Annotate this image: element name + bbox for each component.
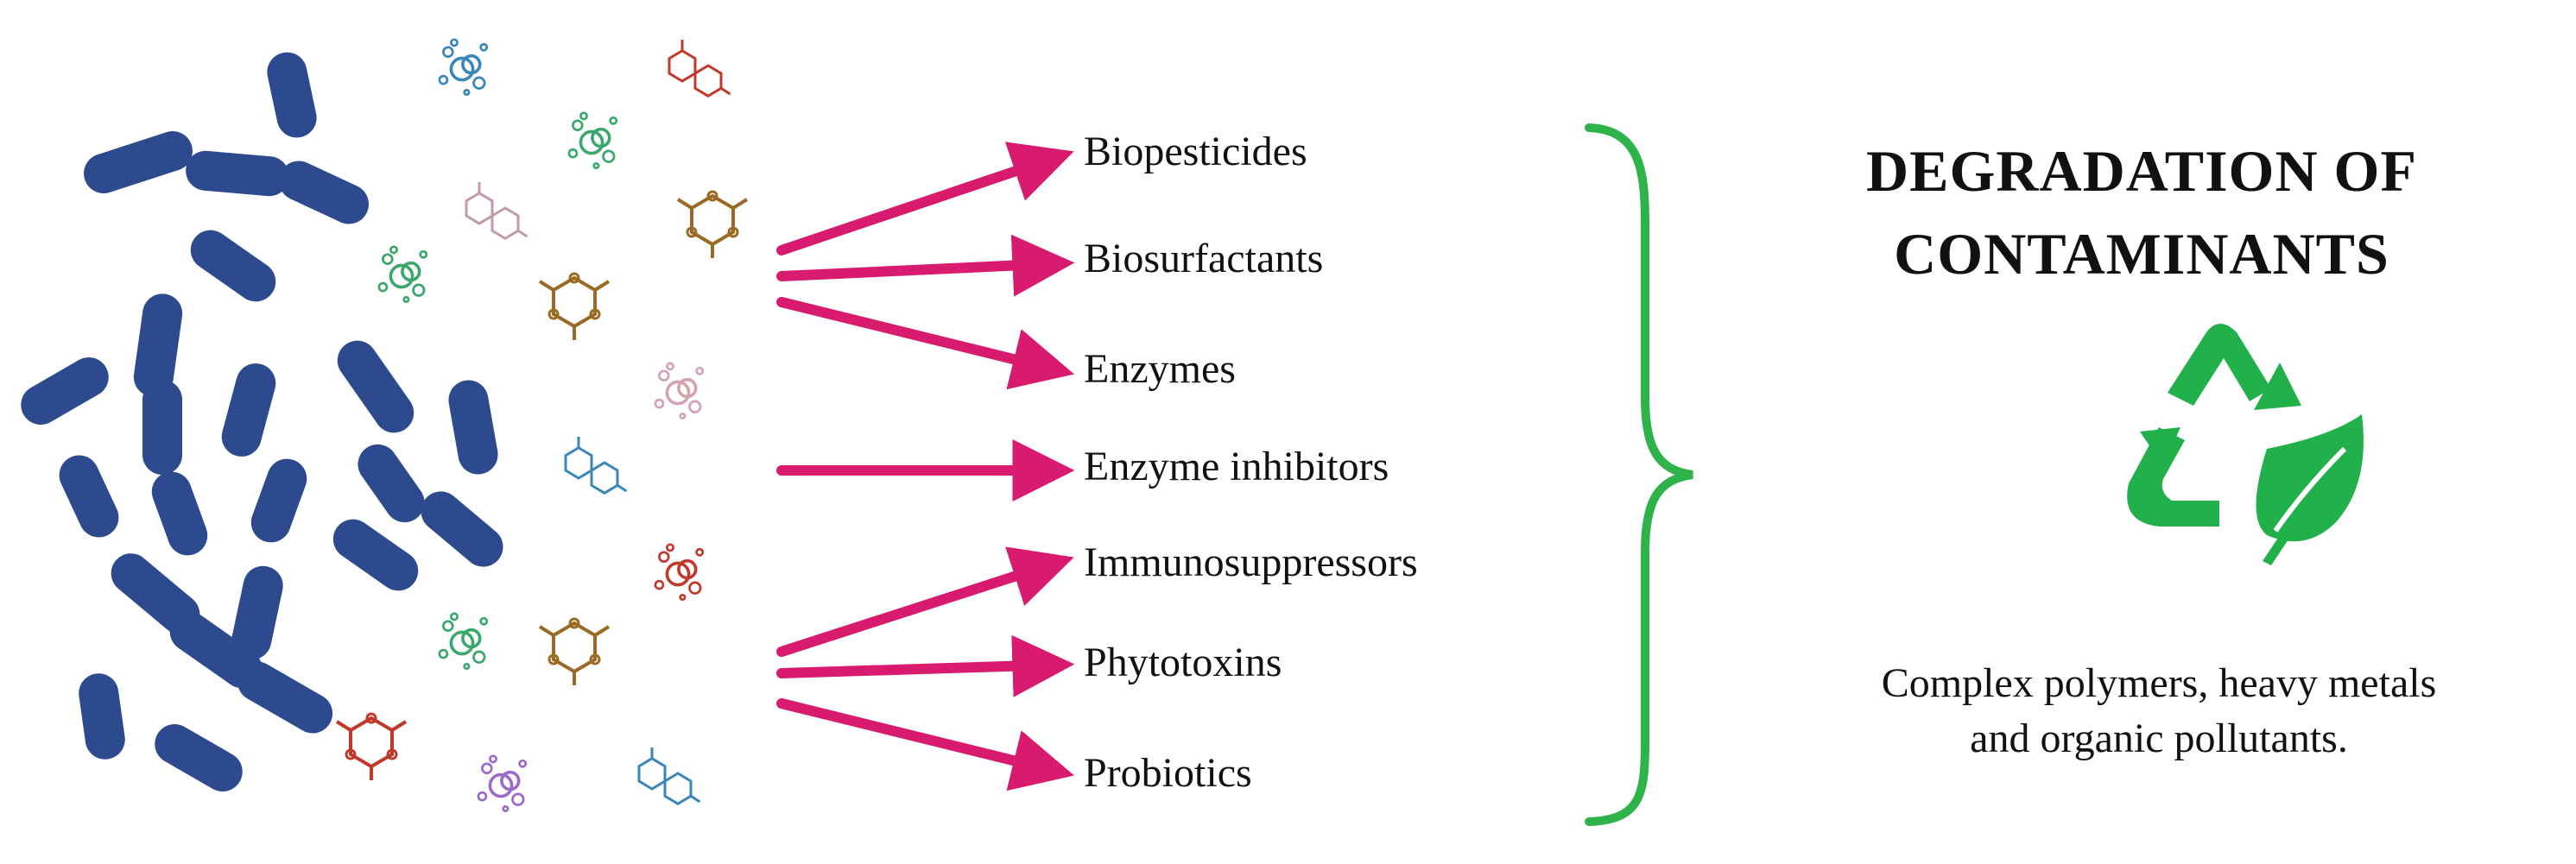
arrow-enzymes	[776, 297, 1074, 390]
bacteria-cluster	[21, 52, 503, 791]
outcome-caption-line2: and organic pollutants.	[1970, 716, 2348, 761]
product-label-immunosuppressors: Immunosuppressors	[1084, 539, 1418, 585]
arrow-biopesticides	[776, 142, 1074, 255]
arrow-immunosuppressors	[776, 546, 1074, 657]
outcome-title-line2: CONTAMINANTS	[1894, 221, 2389, 287]
arrow-biosurfactants	[776, 234, 1075, 297]
product-label-biopesticides: Biopesticides	[1084, 129, 1307, 174]
product-label-biosurfactants: Biosurfactants	[1084, 236, 1324, 281]
outcome-title-line1: DEGRADATION OF	[1866, 138, 2417, 204]
outcome-caption-line1: Complex polymers, heavy metals	[1881, 660, 2437, 706]
outcome-caption: Complex polymers, heavy metals and organ…	[1770, 656, 2548, 766]
arrow-phytotoxins	[776, 634, 1075, 697]
curly-brace	[1585, 123, 1693, 826]
arrows	[776, 142, 1075, 791]
product-label-probiotics: Probiotics	[1084, 750, 1252, 796]
outcome-title: DEGRADATION OF CONTAMINANTS	[1753, 129, 2530, 295]
leaf-vein	[2273, 446, 2347, 533]
recycle-leaf-icon	[2127, 324, 2364, 565]
arrow-probiotics	[776, 698, 1074, 791]
product-label-enzyme-inhibitors: Enzyme inhibitors	[1084, 444, 1389, 489]
product-label-enzymes: Enzymes	[1084, 346, 1236, 392]
product-label-phytotoxins: Phytotoxins	[1084, 640, 1282, 685]
